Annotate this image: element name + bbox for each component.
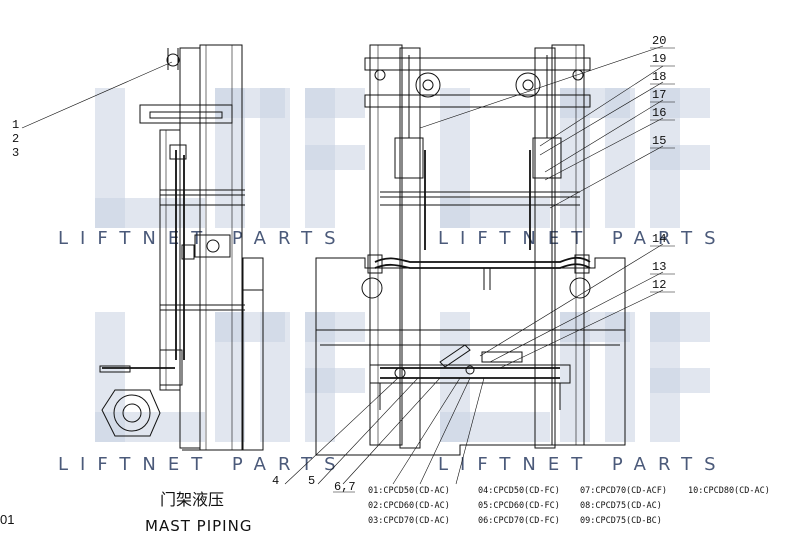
title-en: MAST PIPING [145, 517, 252, 535]
model-item: 09:CPCD75(CD-BC) [580, 516, 662, 526]
page-code: 01 [0, 512, 14, 527]
callout-5: 5 [308, 474, 315, 488]
callout-20: 20 [652, 34, 666, 48]
callout-16: 16 [652, 106, 666, 120]
model-item: 07:CPCD70(CD-ACF) [580, 486, 667, 496]
watermark-text: LIFTNET PARTS [58, 228, 348, 249]
model-list: 01:CPCD50(CD-AC) 02:CPCD60(CD-AC) 03:CPC… [368, 486, 770, 526]
callout-2: 2 [12, 132, 19, 146]
watermark-text: LIFTNET PARTS [58, 454, 348, 475]
callout-15: 15 [652, 134, 666, 148]
callout-1: 1 [12, 118, 19, 132]
callout-12: 12 [652, 278, 666, 292]
callout-3: 3 [12, 146, 19, 160]
callout-13: 13 [652, 260, 666, 274]
watermark-logo-top [95, 88, 710, 228]
callout-17: 17 [652, 88, 666, 102]
model-item: 03:CPCD70(CD-AC) [368, 516, 450, 526]
model-item: 08:CPCD75(CD-AC) [580, 501, 662, 511]
watermark-logo-bottom [95, 312, 710, 442]
callout-18: 18 [652, 70, 666, 84]
model-item: 05:CPCD60(CD-FC) [478, 501, 560, 511]
model-item: 02:CPCD60(CD-AC) [368, 501, 450, 511]
callout-4: 4 [272, 474, 279, 488]
model-item: 10:CPCD80(CD-AC) [688, 486, 770, 496]
model-item: 06:CPCD70(CD-FC) [478, 516, 560, 526]
model-item: 04:CPCD50(CD-FC) [478, 486, 560, 496]
callout-19: 19 [652, 52, 666, 66]
watermark-text: LIFTNET PARTS [438, 228, 728, 249]
title-cn: 门架液压 [160, 490, 224, 509]
callout-6-7: 6,7 [334, 480, 356, 494]
model-item: 01:CPCD50(CD-AC) [368, 486, 450, 496]
callout-14: 14 [652, 232, 666, 246]
front-view [315, 44, 626, 456]
watermark-text: LIFTNET PARTS [438, 454, 728, 475]
side-view [99, 44, 264, 451]
callouts: 1 2 3 20 19 18 17 16 15 14 13 12 4 5 6,7 [12, 34, 666, 494]
leader-lines [21, 45, 675, 493]
